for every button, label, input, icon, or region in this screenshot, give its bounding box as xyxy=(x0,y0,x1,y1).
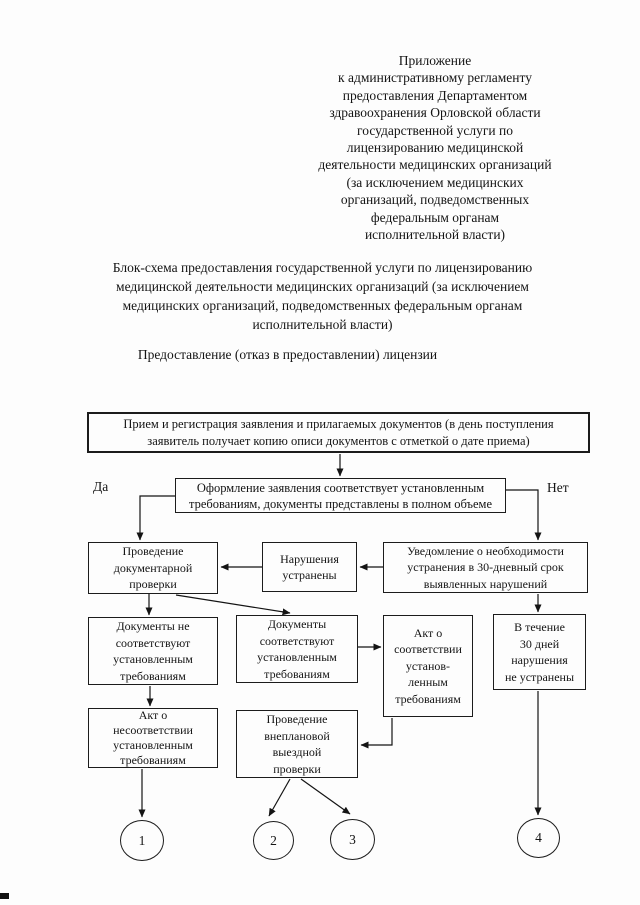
label-no: Нет xyxy=(547,480,569,495)
terminal-3: 3 xyxy=(330,819,375,860)
document-title: Блок-схема предоставления государственно… xyxy=(112,260,533,332)
node-onsite-check: Проведение внеплановой выездной проверки xyxy=(236,710,358,778)
node-violations-fixed: Нарушения устранены xyxy=(262,542,357,592)
annex-header: Приложение к административному регламент… xyxy=(318,53,552,243)
node-notice-30-days: Уведомление о необходимости устранения в… xyxy=(383,542,588,593)
node-act-compliance: Акт о соответствии установ- ленным требо… xyxy=(383,615,473,717)
scan-artifact xyxy=(0,893,9,899)
node-act-noncompliance: Акт о несоответствии установленным требо… xyxy=(88,708,218,768)
node-docs-compliant: Документы соответствуют установленным тр… xyxy=(236,615,358,683)
node-not-fixed-30-days: В течение 30 дней нарушения не устранены xyxy=(493,614,586,690)
terminal-4: 4 xyxy=(517,818,560,858)
node-documentary-check: Проведение документарной проверки xyxy=(88,542,218,594)
node-intake: Прием и регистрация заявления и прилагае… xyxy=(87,412,590,453)
terminal-2: 2 xyxy=(253,821,294,860)
document-subtitle: Предоставление (отказ в предоставлении) … xyxy=(137,347,438,362)
node-criteria: Оформление заявления соответствует устан… xyxy=(175,478,506,513)
terminal-1: 1 xyxy=(120,820,164,861)
node-docs-noncompliant: Документы не соответствуют установленным… xyxy=(88,617,218,685)
label-yes: Да xyxy=(93,479,109,494)
